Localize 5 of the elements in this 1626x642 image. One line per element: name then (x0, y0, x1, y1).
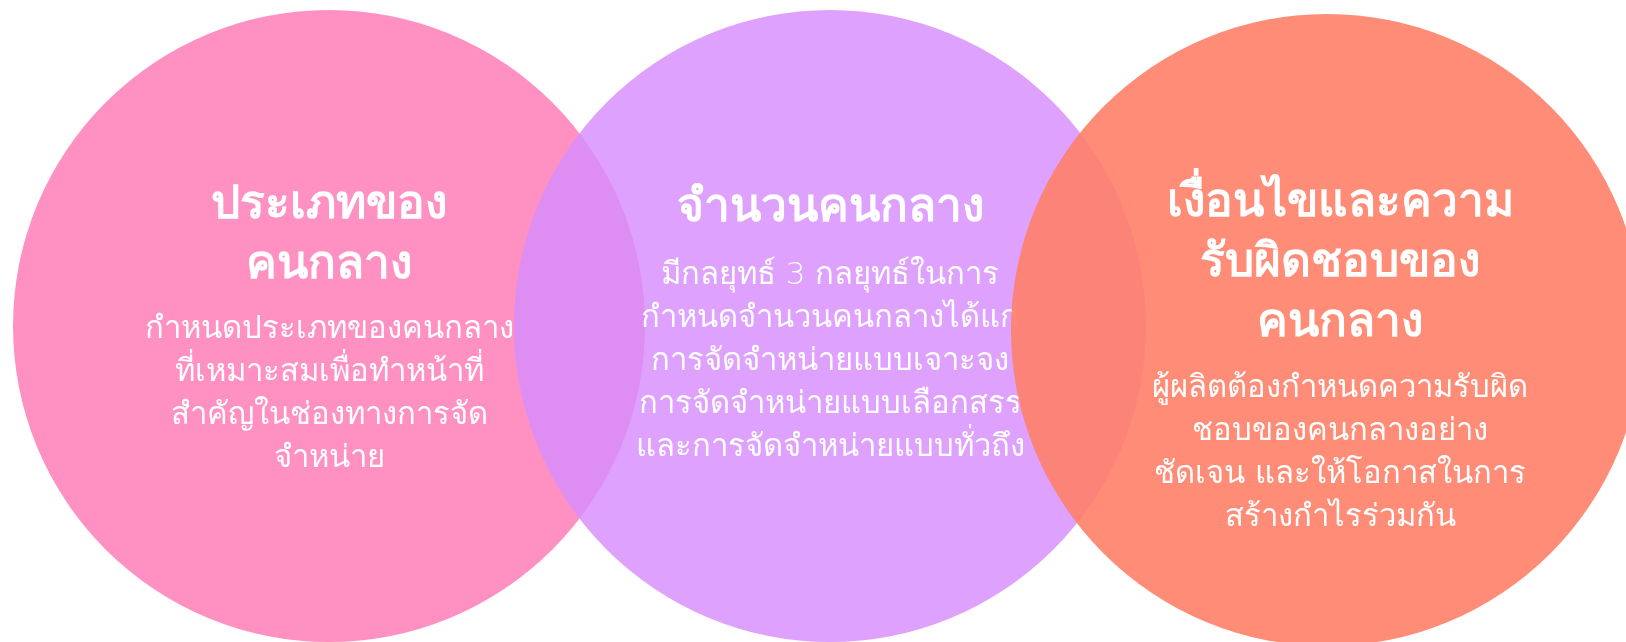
heading: ประเภทของคนกลาง (210, 174, 448, 291)
description: กำหนดประเภทของคนกลางที่เหมาะสมเพื่อทำหน้าที่สำคัญในช่องทางการจัดจำหน่าย (143, 308, 515, 476)
heading: จำนวนคนกลาง (675, 177, 985, 234)
heading: เงื่อนไขและความรับผิดชอบของคนกลาง (1150, 170, 1530, 350)
description: ผู้ผลิตต้องกำหนดความรับผิดชอบของคนกลางอย่างชัดเจน และให้โอกาสในการสร้างกำไรร่วมกัน (1151, 367, 1529, 535)
